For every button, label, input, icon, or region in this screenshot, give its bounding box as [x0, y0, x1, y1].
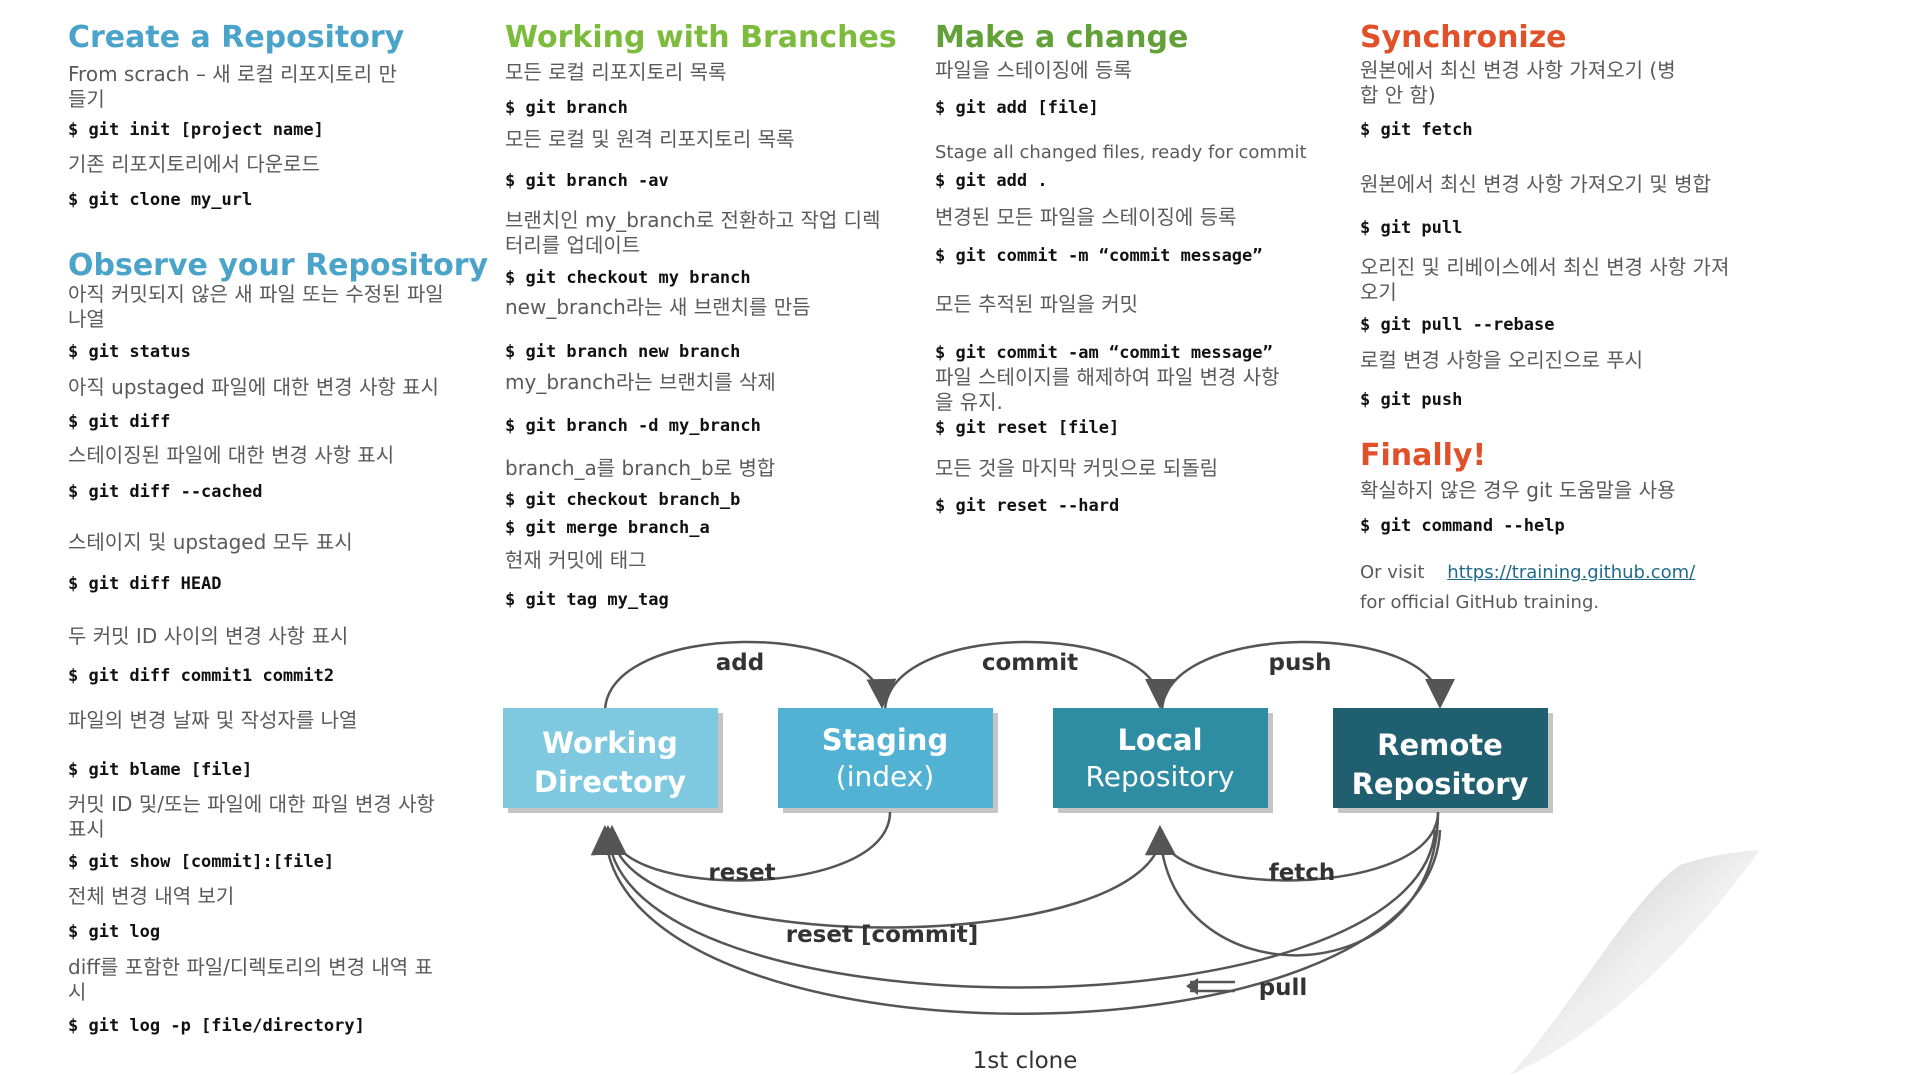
checkout-description: 브랜치인 my_branch로 전환하고 작업 디렉터리를 업데이트	[505, 208, 881, 257]
git-checkout-command: $ git checkout my branch	[505, 268, 751, 288]
visit-suffix: for official GitHub training.	[1360, 592, 1600, 613]
git-commit-am-command: $ git commit -am “commit message”	[935, 343, 1273, 363]
clone-description: 기존 리포지토리에서 다운로드	[68, 152, 320, 176]
add-arrow	[603, 640, 897, 713]
working-directory-box: Working Directory	[503, 708, 723, 813]
git-log-command: $ git log	[68, 922, 161, 942]
staging-box: Staging (index)	[778, 708, 998, 813]
visit-line: Or visit https://training.github.com/	[1360, 560, 1695, 585]
finally-heading: Finally!	[1360, 438, 1487, 473]
branch-av-description: 모든 로컬 및 원격 리포지토리 목록	[505, 127, 795, 151]
git-show-command: $ git show [commit]:[file]	[68, 852, 335, 872]
git-tag-command: $ git tag my_tag	[505, 590, 669, 610]
commit-arrow	[883, 640, 1175, 713]
git-merge-command: $ git merge branch_a	[505, 518, 710, 538]
log-description: 전체 변경 내역 보기	[68, 884, 235, 908]
page-curl-decoration	[1510, 850, 1760, 1075]
observe-repository-heading: Observe your Repository	[68, 248, 489, 283]
commit-tracked-description: 모든 추적된 파일을 커밋	[935, 292, 1139, 316]
make-a-change-heading: Make a change	[935, 20, 1189, 55]
status-description: 아직 커밋되지 않은 새 파일 또는 수정된 파일 나열	[68, 282, 444, 331]
git-branch-new-command: $ git branch new branch	[505, 342, 741, 362]
tag-description: 현재 커밋에 태그	[505, 548, 647, 572]
clone-arrow	[590, 825, 1442, 1015]
pull-direction-icon	[1186, 978, 1235, 995]
first-clone-label: 1st clone	[973, 1048, 1078, 1074]
working-with-branches-heading: Working with Branches	[505, 20, 897, 55]
git-clone-command: $ git clone my_url	[68, 190, 253, 210]
staging-box-line2: (index)	[836, 760, 934, 793]
git-branch-av-command: $ git branch -av	[505, 171, 669, 191]
git-log-p-command: $ git log -p [file/directory]	[68, 1016, 365, 1036]
stage-all-description: Stage all changed files, ready for commi…	[935, 142, 1307, 163]
git-diff-commits-command: $ git diff commit1 commit2	[68, 666, 335, 686]
remote-repository-box: Remote Repository	[1333, 708, 1553, 813]
synchronize-heading: Synchronize	[1360, 20, 1567, 55]
git-checkout-branch-b-command: $ git checkout branch_b	[505, 490, 741, 510]
reset-hard-description: 모든 것을 마지막 커밋으로 되돌림	[935, 456, 1219, 480]
git-push-command: $ git push	[1360, 390, 1463, 410]
merge-description: branch_a를 branch_b로 병합	[505, 456, 776, 480]
push-description: 로컬 변경 사항을 오리진으로 푸시	[1360, 348, 1644, 372]
help-description: 확실하지 않은 경우 git 도움말을 사용	[1360, 478, 1676, 502]
git-diff-cached-command: $ git diff --cached	[68, 482, 263, 502]
git-fetch-command: $ git fetch	[1360, 120, 1473, 140]
git-add-all-command: $ git add .	[935, 171, 1048, 191]
remote-box-line1: Remote	[1377, 728, 1503, 762]
git-pull-rebase-command: $ git pull --rebase	[1360, 315, 1555, 335]
git-add-file-command: $ git add [file]	[935, 98, 1099, 118]
log-p-description: diff를 포함한 파일/디렉토리의 변경 내역 표시	[68, 955, 433, 1004]
remote-box-line2: Repository	[1352, 767, 1529, 801]
git-reset-hard-command: $ git reset --hard	[935, 496, 1120, 516]
commit-label: commit	[982, 650, 1078, 676]
git-blame-command: $ git blame [file]	[68, 760, 253, 780]
pull-to-working-arrow	[593, 825, 1437, 989]
diff-commits-description: 두 커밋 ID 사이의 변경 사항 표시	[68, 624, 349, 648]
show-description: 커밋 ID 및/또는 파일에 대한 파일 변경 사항 표시	[68, 792, 435, 841]
git-branch-command: $ git branch	[505, 98, 628, 118]
blame-description: 파일의 변경 날짜 및 작성자를 나열	[68, 708, 358, 732]
git-help-command: $ git command --help	[1360, 516, 1565, 536]
branch-list-description: 모든 로컬 리포지토리 목록	[505, 60, 727, 84]
git-init-command: $ git init [project name]	[68, 120, 324, 140]
add-label: add	[716, 650, 764, 676]
visit-prefix: Or visit	[1360, 562, 1425, 583]
pull-description: 원본에서 최신 변경 사항 가져오기 및 병합	[1360, 172, 1711, 196]
working-box-line2: Directory	[534, 765, 686, 799]
git-branch-delete-command: $ git branch -d my_branch	[505, 416, 761, 436]
reset-commit-label: reset [commit]	[786, 922, 979, 948]
fetch-description: 원본에서 최신 변경 사항 가져오기 (병합 안 함)	[1360, 58, 1676, 107]
create-repository-heading: Create a Repository	[68, 20, 405, 55]
local-box-line1: Local	[1117, 723, 1202, 757]
git-status-command: $ git status	[68, 342, 191, 362]
pull-rebase-description: 오리진 및 리베이스에서 최신 변경 사항 가져오기	[1360, 255, 1730, 304]
pull-arrow	[1145, 811, 1440, 957]
staging-box-line1: Staging	[822, 723, 948, 757]
git-diff-command: $ git diff	[68, 412, 171, 432]
local-repository-box: Local Repository	[1053, 708, 1273, 813]
reset-file-description: 파일 스테이지를 해제하여 파일 변경 사항을 유지.	[935, 365, 1280, 414]
reset-label: reset	[708, 860, 775, 886]
new-branch-description: new_branch라는 새 브랜치를 만듬	[505, 295, 811, 319]
local-box-line2: Repository	[1086, 760, 1235, 793]
add-file-description: 파일을 스테이징에 등록	[935, 58, 1132, 82]
diff-cached-description: 스테이징된 파일에 대한 변경 사항 표시	[68, 443, 395, 467]
pull-label: pull	[1259, 975, 1308, 1001]
diff-head-description: 스테이지 및 upstaged 모두 표시	[68, 530, 353, 554]
training-link[interactable]: https://training.github.com/	[1447, 562, 1696, 583]
stage-changed-description: 변경된 모든 파일을 스테이징에 등록	[935, 205, 1237, 229]
init-description: From scrach – 새 로컬 리포지토리 만들기	[68, 62, 397, 111]
fetch-label: fetch	[1269, 860, 1336, 886]
git-reset-file-command: $ git reset [file]	[935, 418, 1120, 438]
push-label: push	[1269, 650, 1332, 676]
reset-commit-arrow	[597, 825, 1164, 929]
diff-description: 아직 upstaged 파일에 대한 변경 사항 표시	[68, 375, 439, 399]
delete-branch-description: my_branch라는 브랜치를 삭제	[505, 370, 776, 394]
push-arrow	[1160, 640, 1455, 713]
working-box-line1: Working	[542, 726, 678, 760]
git-pull-command: $ git pull	[1360, 218, 1463, 238]
git-commit-command: $ git commit -m “commit message”	[935, 246, 1263, 266]
git-diff-head-command: $ git diff HEAD	[68, 574, 222, 594]
